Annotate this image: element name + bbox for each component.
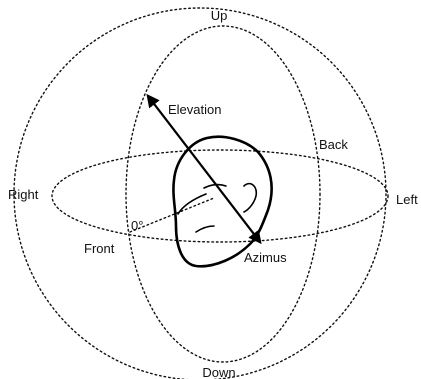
label-down: Down — [202, 365, 235, 379]
label-elevation: Elevation — [168, 102, 221, 117]
label-up: Up — [211, 8, 228, 23]
sphere-outline — [14, 8, 386, 379]
head-outline — [173, 137, 271, 266]
face-feature — [196, 226, 214, 232]
label-zero-degree: 0° — [131, 218, 143, 233]
label-front: Front — [84, 241, 115, 256]
label-left: Left — [396, 192, 418, 207]
label-back: Back — [319, 137, 348, 152]
face-feature — [204, 185, 226, 188]
ear-feature — [244, 184, 256, 212]
horizontal-plane-ellipse — [52, 150, 388, 242]
elevation-azimus-arrow — [148, 96, 260, 242]
label-right: Right — [8, 187, 39, 202]
label-azimus: Azimus — [244, 250, 287, 265]
